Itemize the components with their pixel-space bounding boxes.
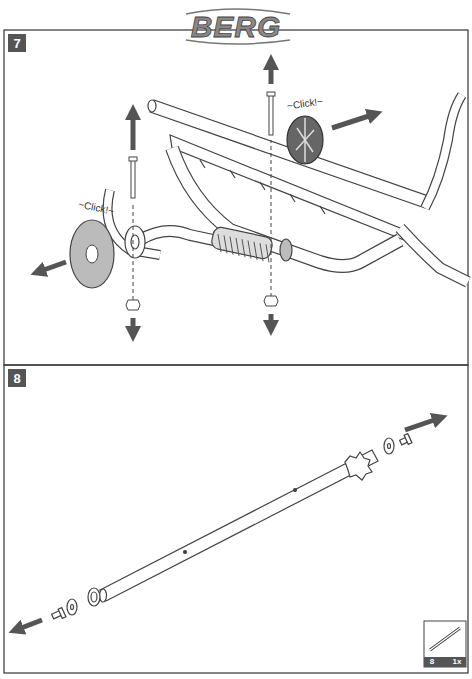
step-number: 7 (13, 37, 20, 50)
step-number: 8 (13, 372, 20, 385)
hub-cap (70, 220, 114, 288)
step-panel (4, 365, 468, 673)
brand-logo: BERG (191, 12, 282, 42)
parts-inset-bar (424, 657, 466, 667)
bolt-head (267, 92, 275, 96)
part-quantity: 1x (453, 658, 462, 666)
bolt (269, 95, 273, 135)
hub-cap-ribs (296, 118, 314, 162)
guide-line (133, 140, 271, 300)
bolt (131, 160, 135, 198)
bolt-head (129, 157, 137, 161)
hub-cap-centre (86, 245, 98, 263)
knurl-stroke (218, 234, 221, 252)
parts-inset-axle (430, 628, 460, 650)
knurl-stroke (236, 238, 239, 256)
nut (264, 296, 278, 306)
axle (100, 450, 379, 602)
nut (126, 300, 140, 310)
kart-frame (108, 95, 469, 282)
part-number: 8 (430, 658, 434, 666)
knurl-stroke (224, 235, 227, 253)
step-badge (8, 34, 26, 52)
knurl-stroke (254, 242, 257, 260)
knurl-stroke (230, 237, 233, 255)
knurl-stroke (242, 239, 245, 257)
parts-inset (424, 621, 466, 667)
parts-inset-axle (430, 628, 460, 650)
knurl-stroke (248, 241, 251, 259)
step-badge (8, 369, 26, 387)
knurl-stroke (260, 243, 263, 261)
grip-knurl (218, 234, 269, 262)
step-panel (4, 30, 468, 365)
washers (52, 434, 412, 619)
hub-cap (287, 116, 323, 164)
click-note: ~Click!~ (286, 97, 323, 112)
direction-arrow (16, 62, 440, 630)
knurl-stroke (266, 244, 269, 262)
